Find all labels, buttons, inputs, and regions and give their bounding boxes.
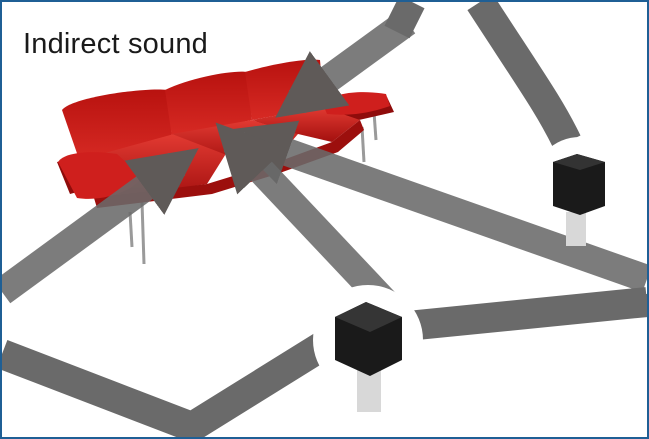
rear-speaker xyxy=(553,154,605,246)
path-rear-speaker-to-back-wall xyxy=(480,2,567,142)
front-speaker xyxy=(335,302,402,412)
path-front-speaker-to-left-wall xyxy=(2,340,332,427)
diagram-title: Indirect sound xyxy=(23,28,208,61)
path-back-wall-top xyxy=(397,2,412,32)
path-front-speaker-to-right-wall xyxy=(397,294,647,327)
